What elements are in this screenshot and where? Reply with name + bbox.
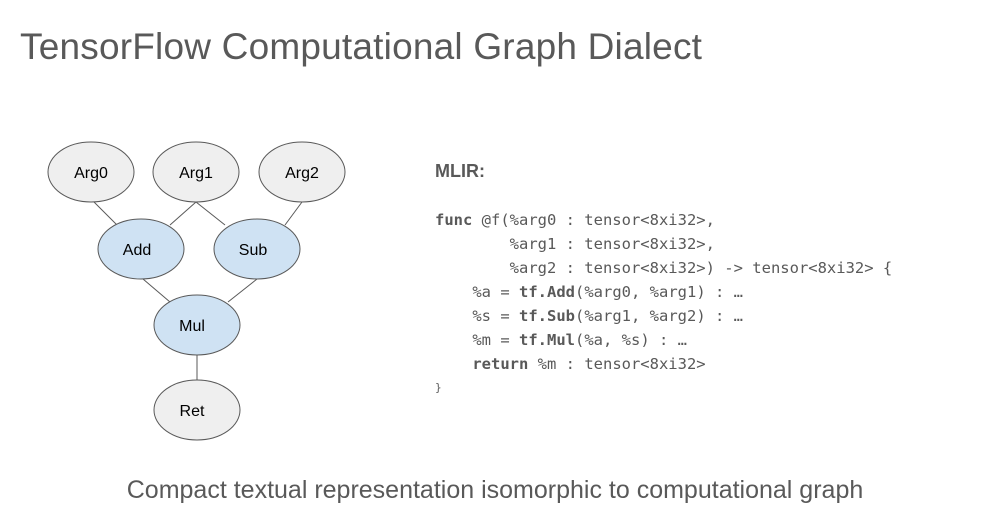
code-line-8: } (435, 381, 442, 394)
code-line-7: return %m : tensor<8xi32> (435, 352, 892, 376)
graph-edges (93, 201, 303, 380)
node-arg0-label: Arg0 (74, 165, 108, 182)
node-sub-label: Sub (239, 242, 268, 259)
node-add-shape (97, 218, 185, 280)
code-keyword-return: return (472, 355, 529, 373)
code-op-mul: tf.Mul (519, 331, 575, 349)
node-add-label: Add (123, 242, 151, 259)
slide-title: TensorFlow Computational Graph Dialect (20, 26, 703, 67)
code-op-add: tf.Add (519, 283, 575, 301)
graph-nodes: Arg0 Arg1 Arg2 Add Sub Mul Ret (47, 141, 346, 441)
edge-arg2-sub (284, 201, 303, 226)
code-line-6-post: (%a, %s) : … (575, 331, 687, 349)
node-arg2-shape (258, 141, 346, 203)
node-sub: Sub (213, 218, 301, 280)
edge-arg1-sub (195, 201, 226, 226)
code-line-2: %arg1 : tensor<8xi32>, (435, 235, 715, 253)
node-arg0-shape (47, 141, 135, 203)
code-op-sub: tf.Sub (519, 307, 575, 325)
node-arg1-label: Arg1 (179, 165, 213, 182)
code-keyword-func: func (435, 211, 473, 229)
node-ret: Ret (153, 379, 241, 441)
node-sub-shape (213, 218, 301, 280)
code-line-4-pre: %a = (435, 283, 519, 301)
node-mul-shape (153, 294, 241, 356)
code-line-6: %m = tf.Mul(%a, %s) : … (435, 328, 892, 352)
code-line-1-rest: @f(%arg0 : tensor<8xi32>, (472, 211, 715, 229)
node-add: Add (97, 218, 185, 280)
node-arg1-shape (152, 141, 240, 203)
code-line-4: %a = tf.Add(%arg0, %arg1) : … (435, 280, 892, 304)
slide-caption: Compact textual representation isomorphi… (126, 476, 864, 504)
edge-sub-mul (227, 278, 258, 303)
code-line-5-post: (%arg1, %arg2) : … (575, 307, 743, 325)
code-heading: MLIR: (435, 161, 485, 181)
node-mul: Mul (153, 294, 241, 356)
code-line-6-pre: %m = (435, 331, 519, 349)
code-line-3: %arg2 : tensor<8xi32>) -> tensor<8xi32> … (435, 259, 893, 277)
node-arg2: Arg2 (258, 141, 346, 203)
code-line-5: %s = tf.Sub(%arg1, %arg2) : … (435, 304, 892, 328)
mlir-code-block: func @f(%arg0 : tensor<8xi32>, %arg1 : t… (435, 208, 892, 400)
code-line-7-post: %m : tensor<8xi32> (528, 355, 706, 373)
code-line-4-post: (%arg0, %arg1) : … (575, 283, 743, 301)
node-arg2-label: Arg2 (285, 165, 319, 182)
node-ret-label: Ret (180, 403, 205, 420)
code-line-5-pre: %s = (435, 307, 519, 325)
code-line-7-pre (435, 355, 472, 373)
edge-arg0-add (93, 201, 118, 226)
node-ret-shape (153, 379, 241, 441)
node-arg0: Arg0 (47, 141, 135, 203)
edge-arg1-add (169, 201, 197, 226)
code-line-1: func @f(%arg0 : tensor<8xi32>, (435, 208, 892, 232)
node-mul-label: Mul (179, 318, 205, 335)
node-arg1: Arg1 (152, 141, 240, 203)
edge-add-mul (142, 278, 171, 303)
computation-graph: Arg0 Arg1 Arg2 Add Sub Mul Ret (47, 141, 346, 441)
